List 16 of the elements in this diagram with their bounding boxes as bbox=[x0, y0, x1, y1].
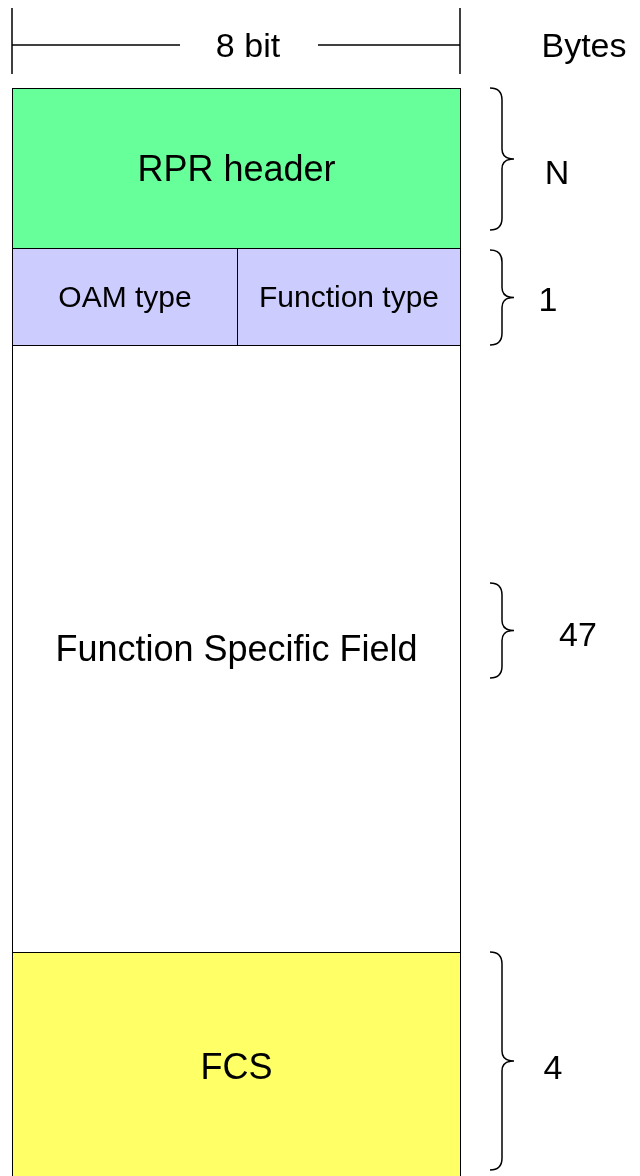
field-box bbox=[12, 952, 461, 1176]
field-name: OAM type bbox=[57, 279, 193, 315]
byte-count: 4 bbox=[543, 1047, 563, 1087]
field-name: RPR header bbox=[136, 146, 337, 191]
byte-count: 47 bbox=[559, 614, 597, 654]
field-box bbox=[12, 345, 461, 953]
field-box bbox=[237, 248, 461, 346]
column-heading: Bytes bbox=[541, 25, 627, 65]
field-box bbox=[12, 248, 238, 346]
byte-count: 1 bbox=[538, 279, 558, 319]
field-box bbox=[12, 88, 461, 249]
byte-count: N bbox=[544, 152, 570, 192]
field-name: Function type bbox=[257, 279, 441, 315]
field-name: FCS bbox=[199, 1045, 274, 1089]
field-name: Function Specific Field bbox=[54, 627, 419, 671]
dimension-label: 8 bit bbox=[215, 25, 281, 65]
